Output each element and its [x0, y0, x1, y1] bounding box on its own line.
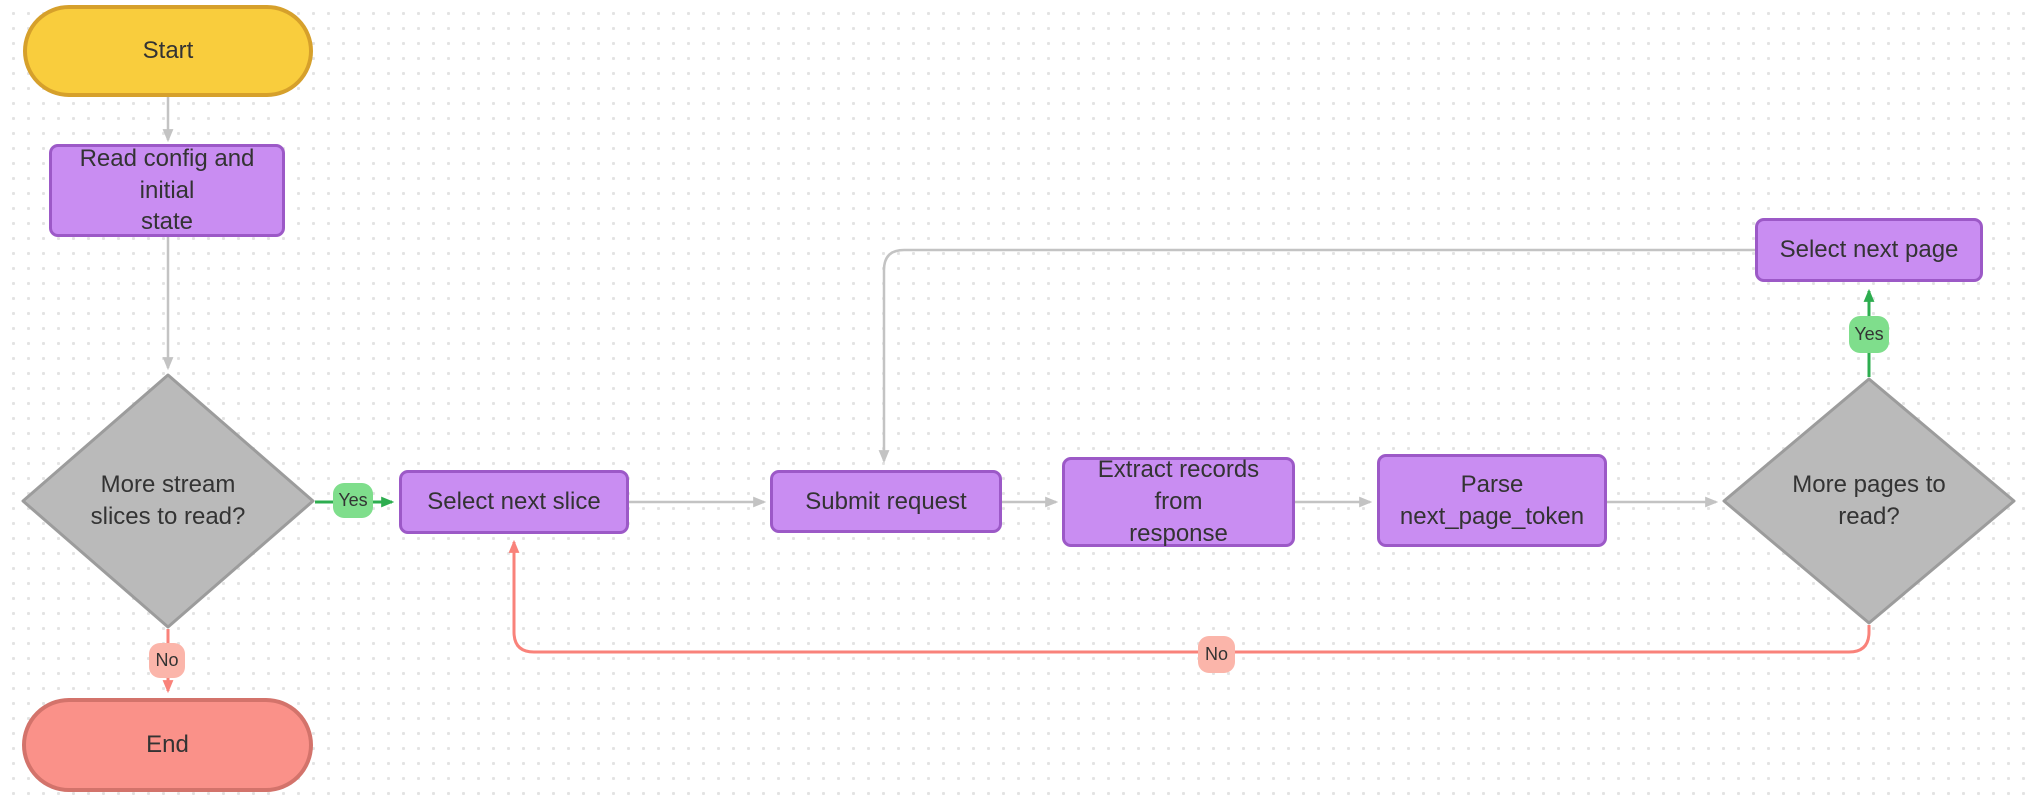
end-node-label: End [146, 731, 189, 759]
select-next-page-node-label: Select next page [1779, 236, 1959, 264]
submit-request-node-label: Submit request [805, 487, 967, 515]
more-pages-decision-node[interactable]: More pages to read? [1722, 377, 2016, 625]
parse-token-node-label: Parse next_page_token [1399, 470, 1585, 530]
extract-records-node[interactable]: Extract records from response [1062, 456, 1295, 547]
submit-request-node[interactable]: Submit request [770, 470, 1002, 533]
extract-records-node-label: Extract records from response [1097, 456, 1260, 547]
select-next-slice-node[interactable]: Select next slice [399, 470, 629, 534]
diamond-shape [21, 373, 315, 629]
end-node[interactable]: End [22, 698, 313, 792]
more-slices-yes-badge[interactable]: Yes [333, 483, 373, 518]
read-config-node[interactable]: Read config and initial state [49, 144, 285, 237]
edge-select-next-page-to-submit-request[interactable] [878, 248, 1755, 464]
start-node-label: Start [142, 37, 194, 65]
more-slices-decision-node[interactable]: More stream slices to read? [21, 373, 315, 629]
edge-more-pages-no-to-select-next-slice[interactable] [508, 539, 1871, 654]
more-slices-no-badge[interactable]: No [149, 643, 185, 678]
select-next-page-node[interactable]: Select next page [1755, 218, 1983, 282]
parse-token-node[interactable]: Parse next_page_token [1377, 454, 1607, 547]
read-config-node-label: Read config and initial state [79, 144, 255, 236]
select-next-slice-node-label: Select next slice [427, 488, 601, 516]
more-slices-node-label: More stream slices to read? [90, 471, 246, 530]
diamond-shape [1722, 377, 2016, 625]
more-pages-yes-badge[interactable]: Yes [1849, 316, 1889, 353]
more-pages-no-badge[interactable]: No [1198, 636, 1235, 673]
more-pages-node-label: More pages to read? [1792, 471, 1946, 530]
start-node[interactable]: Start [23, 5, 313, 97]
